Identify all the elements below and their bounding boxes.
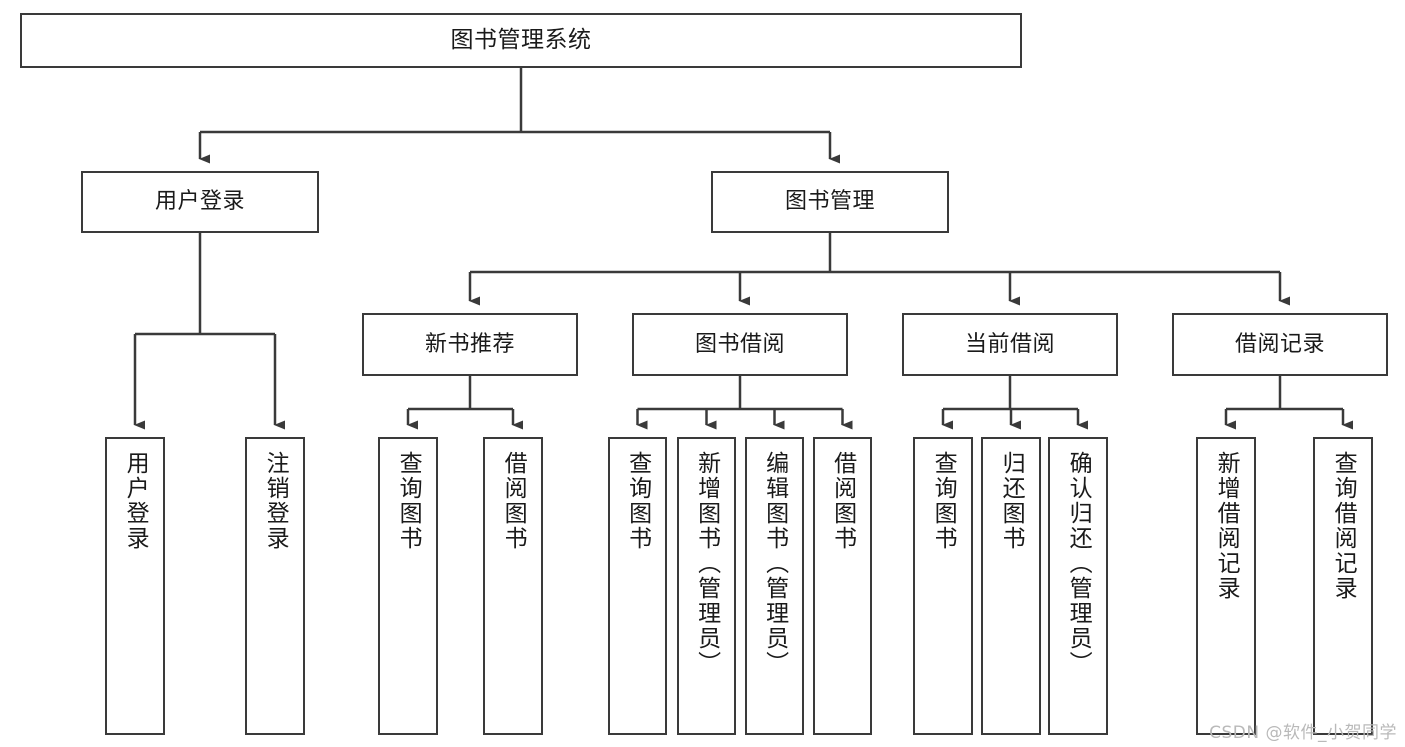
node-label-c2: 归还图书 [998,451,1025,551]
node-r1[interactable]: 新增借阅记录 [1196,437,1256,735]
node-label-r1: 新增借阅记录 [1213,451,1240,601]
node-label-l1: 用户登录 [122,451,149,551]
node-l2[interactable]: 注销登录 [245,437,305,735]
node-b4[interactable]: 借阅图书 [813,437,872,735]
node-label-b3: 编辑图书（管理员） [761,451,788,676]
node-label-r2: 查询借阅记录 [1330,451,1357,601]
node-n2[interactable]: 借阅图书 [483,437,543,735]
node-current[interactable]: 当前借阅 [902,313,1118,376]
node-r2[interactable]: 查询借阅记录 [1313,437,1373,735]
node-borrow[interactable]: 图书借阅 [632,313,848,376]
csdn-watermark: CSDN @软件_小贺同学 [1209,723,1397,743]
node-label-root: 图书管理系统 [450,26,592,53]
node-records[interactable]: 借阅记录 [1172,313,1388,376]
node-label-login: 用户登录 [154,189,245,215]
node-newbook[interactable]: 新书推荐 [362,313,578,376]
node-l1[interactable]: 用户登录 [105,437,165,735]
node-b2[interactable]: 新增图书（管理员） [677,437,736,735]
node-label-n1: 查询图书 [395,451,422,551]
node-label-records: 借阅记录 [1234,331,1325,357]
node-label-newbook: 新书推荐 [424,331,515,357]
node-n1[interactable]: 查询图书 [378,437,438,735]
node-b1[interactable]: 查询图书 [608,437,667,735]
node-label-borrow: 图书借阅 [694,331,785,357]
node-label-b1: 查询图书 [624,451,651,551]
node-label-n2: 借阅图书 [500,451,527,551]
node-label-current: 当前借阅 [964,331,1055,357]
node-label-b2: 新增图书（管理员） [693,451,720,676]
node-login[interactable]: 用户登录 [81,171,319,233]
node-root[interactable]: 图书管理系统 [20,13,1022,68]
node-bookmgmt[interactable]: 图书管理 [711,171,949,233]
node-label-c3: 确认归还（管理员） [1065,451,1092,676]
node-label-l2: 注销登录 [262,451,289,551]
node-c3[interactable]: 确认归还（管理员） [1048,437,1108,735]
node-label-bookmgmt: 图书管理 [784,189,875,215]
node-c2[interactable]: 归还图书 [981,437,1041,735]
node-label-b4: 借阅图书 [829,451,856,551]
node-c1[interactable]: 查询图书 [913,437,973,735]
node-label-c1: 查询图书 [930,451,957,551]
node-b3[interactable]: 编辑图书（管理员） [745,437,804,735]
